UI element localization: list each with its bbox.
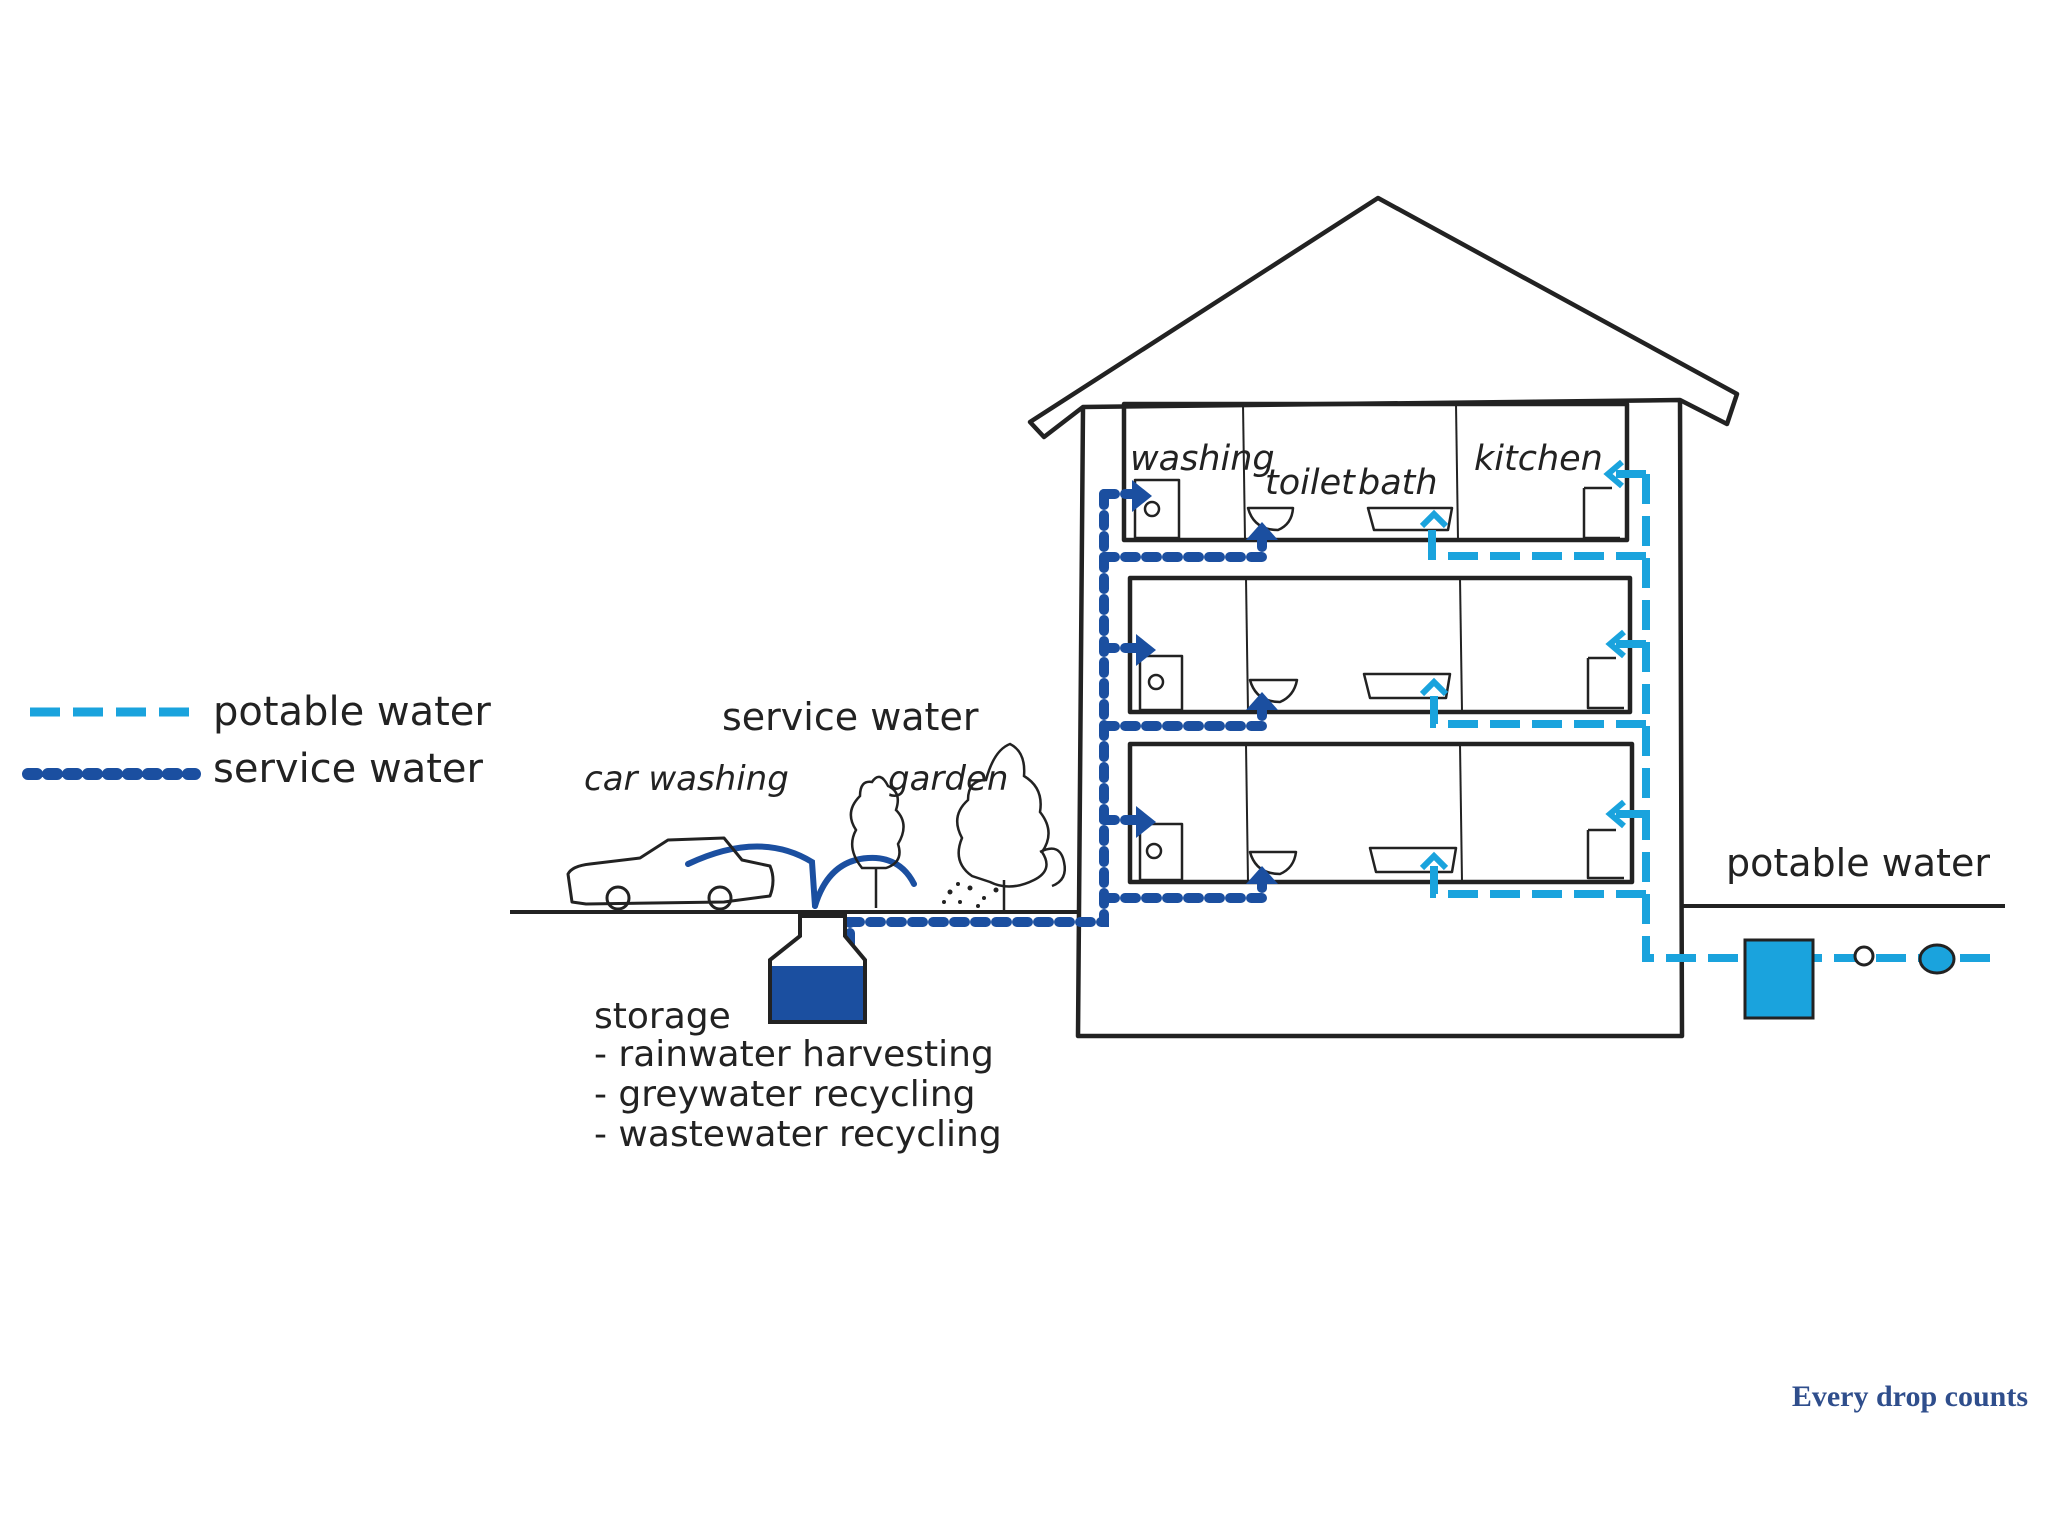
- footer-tagline: Every drop counts: [1791, 1380, 2028, 1413]
- room-label-bath: bath: [1358, 463, 1438, 503]
- spray-arcs: [685, 843, 917, 909]
- room-dividers: [1242, 403, 1463, 883]
- room-label-toilet: toilet: [1265, 463, 1356, 503]
- storage-title: storage: [594, 996, 731, 1037]
- garden-trees: [849, 742, 1066, 912]
- potable-water-label: potable water: [1726, 841, 1990, 885]
- service-water-label: service water: [722, 695, 979, 739]
- legend: potable water service water: [22, 689, 491, 792]
- room-label-washing: washing: [1130, 439, 1275, 479]
- floor-2: [1127, 575, 1633, 715]
- house-roof: [1027, 195, 1740, 440]
- storage-item: - rainwater harvesting: [594, 1034, 994, 1075]
- storage-item: - wastewater recycling: [594, 1114, 1002, 1155]
- car-washing-label: car washing: [584, 759, 789, 799]
- washing-machine-fixtures: [1133, 478, 1184, 882]
- house: [1027, 195, 1740, 1039]
- ground: [510, 904, 2005, 914]
- car-illustration: [566, 836, 775, 911]
- house-walls: [1075, 399, 1685, 1039]
- legend-potable-label: potable water: [213, 689, 491, 735]
- service-water-arrows: [1132, 480, 1278, 884]
- storage-tank: [768, 914, 867, 1024]
- room-label-kitchen: kitchen: [1474, 439, 1603, 479]
- kitchen-fixtures: [1582, 486, 1624, 880]
- bathtub-fixtures: [1362, 506, 1458, 874]
- water-meter: [1743, 938, 1956, 1020]
- potable-water-arrows: [1419, 459, 1626, 871]
- storage-item: - greywater recycling: [594, 1074, 975, 1115]
- garden-label: garden: [888, 759, 1008, 799]
- toilet-fixtures: [1246, 506, 1299, 876]
- legend-service-label: service water: [213, 746, 484, 792]
- potable-water-pipes: [1428, 470, 1990, 962]
- floor-1: [1127, 741, 1635, 885]
- storage-legend: storage - rainwater harvesting - greywat…: [594, 996, 1002, 1155]
